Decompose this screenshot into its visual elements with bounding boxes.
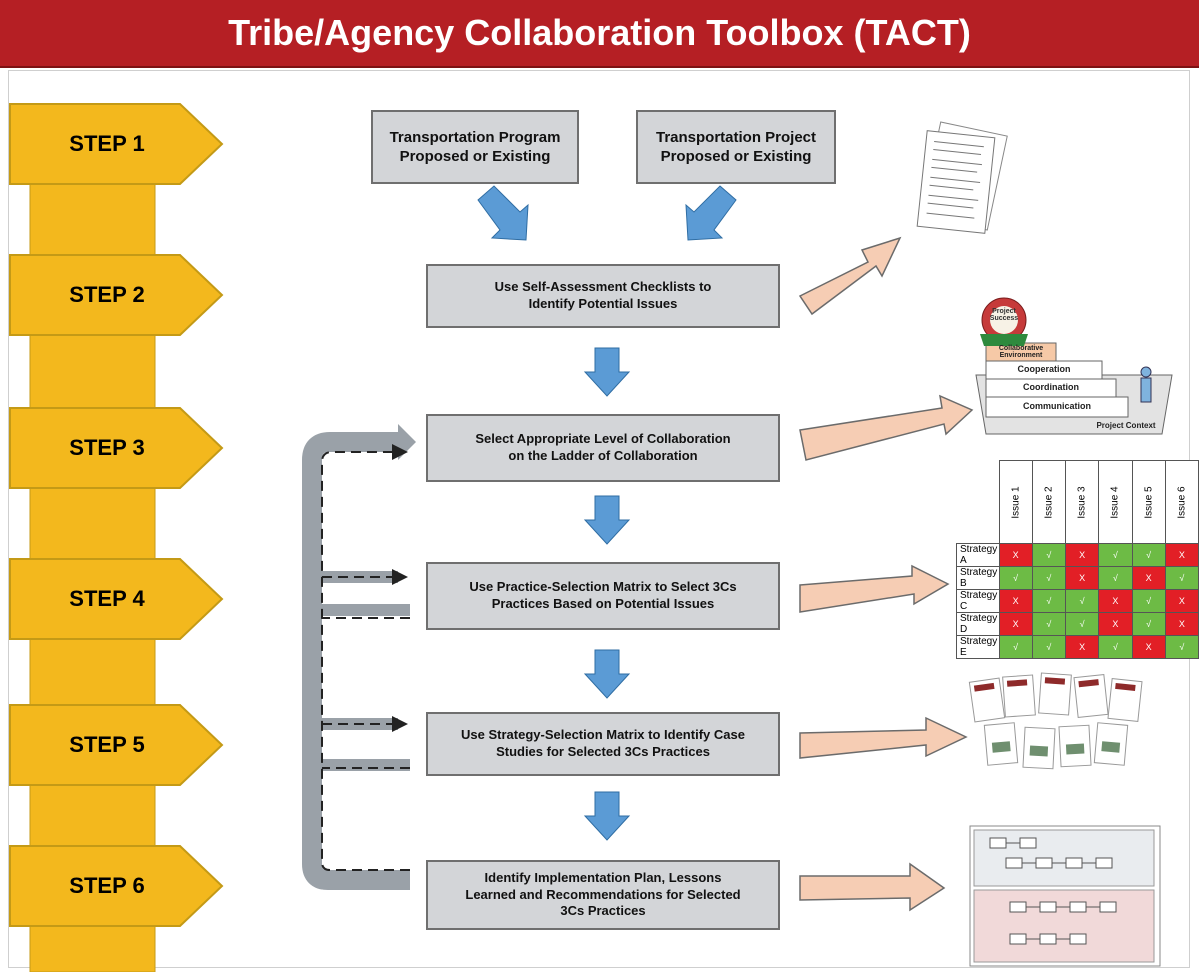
matrix-cell-x: X	[1131, 566, 1166, 590]
matrix-issue-header: Issue 5	[1131, 460, 1166, 544]
matrix-issue-header: Issue 2	[1031, 460, 1067, 544]
matrix-cell-x: X	[1098, 612, 1133, 636]
step-column	[29, 109, 156, 972]
matrix-cell-check: √	[1098, 566, 1133, 590]
matrix-row-label: Strategy C	[956, 589, 1000, 613]
matrix-cell-check: √	[1064, 612, 1100, 636]
matrix-cell-check: √	[1131, 612, 1166, 636]
step-3-chevron	[9, 407, 224, 489]
matrix-cell-check: √	[1064, 589, 1100, 613]
checklist-document-icon	[916, 121, 1008, 234]
matrix-cell-check: √	[1031, 612, 1067, 636]
program-box: Transportation Program Proposed or Exist…	[371, 110, 579, 184]
matrix-cell-x: X	[1164, 543, 1199, 567]
matrix-cell-check: √	[1164, 566, 1199, 590]
step-2-chevron	[9, 254, 224, 336]
matrix-cell-check: √	[1031, 543, 1067, 567]
step-4-label: STEP 4	[69, 586, 145, 611]
step-5-chevron	[9, 704, 224, 786]
step4-box: Use Practice-Selection Matrix to Select …	[426, 562, 780, 630]
matrix-cell-x: X	[1064, 566, 1100, 590]
step-5-label: STEP 5	[69, 732, 145, 757]
arrow-step5-to-case-studies	[799, 716, 968, 759]
arrow-step6-to-plan	[799, 862, 946, 912]
arrow-step2-to-step3	[583, 347, 631, 397]
ladder-rung-cooperation: Cooperation	[1017, 364, 1071, 374]
matrix-cell-x: X	[1164, 589, 1199, 613]
arrow-step2-to-checklist	[798, 236, 902, 316]
ladder-project-context: Project Context	[1096, 421, 1156, 430]
matrix-cell-x: X	[1164, 612, 1199, 636]
implementation-plan-thumbnail	[969, 825, 1161, 967]
ladder-rung-communication: Communication	[1022, 401, 1091, 411]
step-1-label: STEP 1	[69, 131, 145, 156]
arrow-project-to-step2	[685, 185, 737, 241]
matrix-row-label: Strategy B	[956, 566, 1000, 590]
feedback-loop	[302, 424, 416, 890]
step3-box: Select Appropriate Level of Collaboratio…	[426, 414, 780, 482]
matrix-cell-check: √	[1164, 635, 1199, 659]
step-6-label: STEP 6	[69, 873, 145, 898]
matrix-cell-check: √	[1031, 589, 1067, 613]
matrix-row-label: Strategy D	[956, 612, 1000, 636]
matrix-cell-x: X	[998, 543, 1033, 567]
matrix-cell-check: √	[1131, 543, 1166, 567]
ladder-rung-environment: Collaborative Environment	[998, 345, 1044, 359]
step-3-label: STEP 3	[69, 435, 145, 460]
page-title: Tribe/Agency Collaboration Toolbox (TACT…	[228, 12, 971, 53]
matrix-row: Strategy E√√X√X√	[956, 635, 1199, 659]
matrix-cell-check: √	[1098, 635, 1133, 659]
step-6-chevron	[9, 845, 224, 927]
matrix-cell-x: X	[1098, 589, 1133, 613]
matrix-cell-x: X	[1131, 635, 1166, 659]
arrow-program-to-step2	[477, 185, 529, 241]
title-bar: Tribe/Agency Collaboration Toolbox (TACT…	[0, 0, 1199, 68]
project-box: Transportation Project Proposed or Exist…	[636, 110, 836, 184]
arrow-step3-to-ladder	[799, 394, 974, 461]
step2-box: Use Self-Assessment Checklists to Identi…	[426, 264, 780, 328]
matrix-cell-check: √	[998, 566, 1033, 590]
strategy-matrix: Issue 1 Issue 2 Issue 3 Issue 4 Issue 5 …	[956, 460, 1199, 659]
ladder-badge-text: Project Success	[989, 308, 1019, 322]
step-2-label: STEP 2	[69, 282, 145, 307]
matrix-corner	[956, 460, 999, 544]
matrix-cell-check: √	[998, 635, 1033, 659]
step-4-chevron	[9, 558, 224, 640]
matrix-cell-x: X	[1064, 543, 1100, 567]
matrix-cell-x: X	[1064, 635, 1100, 659]
arrow-step4-to-matrix	[799, 564, 950, 613]
matrix-row-label: Strategy A	[956, 543, 1000, 567]
step6-box: Identify Implementation Plan, Lessons Le…	[426, 860, 780, 930]
ladder-rung-coordination: Coordination	[1023, 382, 1079, 392]
arrow-step3-to-step4	[583, 495, 631, 545]
matrix-cell-check: √	[1031, 566, 1067, 590]
matrix-cell-check: √	[1031, 635, 1067, 659]
step-1-chevron	[9, 103, 224, 185]
step5-box: Use Strategy-Selection Matrix to Identif…	[426, 712, 780, 776]
ladder-diagram	[975, 297, 1173, 435]
matrix-issue-header: Issue 1	[998, 460, 1033, 544]
matrix-cell-x: X	[998, 612, 1033, 636]
arrow-step4-to-step5	[583, 649, 631, 699]
matrix-cell-check: √	[1098, 543, 1133, 567]
matrix-issue-header: Issue 4	[1098, 460, 1133, 544]
case-studies-thumbnails	[968, 672, 1143, 770]
matrix-cell-check: √	[1131, 589, 1166, 613]
matrix-row: Strategy B√√X√X√	[956, 566, 1199, 590]
matrix-row-label: Strategy E	[956, 635, 1000, 659]
matrix-issue-header: Issue 3	[1064, 460, 1100, 544]
matrix-cell-x: X	[998, 589, 1033, 613]
arrow-step5-to-step6	[583, 791, 631, 841]
matrix-issue-header: Issue 6	[1164, 460, 1199, 544]
